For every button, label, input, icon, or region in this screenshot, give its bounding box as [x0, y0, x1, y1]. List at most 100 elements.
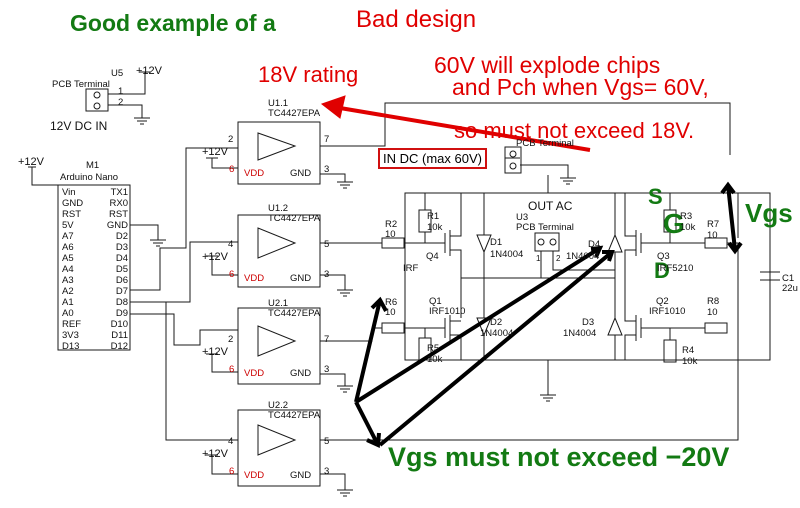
driver-vdd-pin: 6	[229, 466, 235, 477]
driver-gnd-pin: 3	[324, 164, 330, 175]
driver-gnd-pin: 3	[324, 364, 330, 375]
out-ac-label: OUT AC	[528, 199, 573, 213]
bad-design-label: Bad design	[356, 6, 477, 33]
explode-line2: and Pch when Vgs= 60V,	[452, 74, 709, 100]
m1-left-pin: REF	[62, 319, 81, 330]
m1-right-pin: RST	[109, 209, 128, 220]
vgs-right-label: Vgs	[745, 198, 793, 228]
q1-type: IRF1010	[429, 306, 466, 317]
u5-supply: +12V	[136, 65, 162, 77]
r8-ref: R8	[707, 296, 720, 307]
m1-right-pin: TX1	[110, 187, 128, 198]
d1-ref: D1	[490, 237, 503, 248]
r6-ref: R6	[385, 297, 398, 308]
u3-pin1: 1	[536, 254, 541, 263]
driver-vdd: VDD	[244, 368, 265, 379]
driver-in-pin: 4	[228, 436, 234, 447]
m1-left-pin: 5V	[62, 220, 74, 231]
m1-supply: +12V	[18, 156, 44, 168]
driver-gnd: GND	[290, 470, 312, 481]
driver-vdd: VDD	[244, 273, 265, 284]
d3-type: 1N4004	[563, 328, 597, 339]
r7-val: 10	[707, 230, 718, 241]
u5-type: PCB Terminal	[52, 79, 110, 90]
m1-right-pin: GND	[106, 220, 128, 231]
m1-right-pin: D11	[111, 330, 128, 341]
q4-type: IRF	[403, 263, 419, 274]
m1-right-pin: D12	[110, 341, 128, 352]
explode-line3: so must not exceed 18V.	[454, 118, 695, 143]
r5-val: 10k	[427, 354, 443, 365]
m1-right-pin: D3	[115, 242, 128, 253]
driver-u11	[206, 102, 731, 189]
driver-out-pin: 5	[324, 436, 330, 447]
arduino-nano-body	[57, 184, 131, 351]
u3-terminal-body	[534, 232, 560, 252]
black-arrows	[354, 181, 743, 448]
red-arrow	[320, 95, 591, 152]
q3-type: IRF5210	[657, 263, 694, 274]
driver-type: TC4427EPA	[268, 108, 321, 119]
driver-supply: +12V	[202, 251, 228, 263]
r1-ref: R1	[427, 211, 440, 222]
d1-type: 1N4004	[490, 249, 524, 260]
driver-supply: +12V	[202, 346, 228, 358]
r3-ref: R3	[680, 211, 693, 222]
m1-name: Arduino Nano	[60, 172, 119, 183]
driver-in-pin: 2	[228, 334, 234, 345]
in-dc-warning-box: IN DC (max 60V)	[378, 148, 487, 169]
m1-left-pin: A1	[62, 297, 74, 308]
m1-left-pin: A4	[62, 264, 74, 275]
d3-ref: D3	[582, 317, 595, 328]
driver-in-pin: 4	[228, 239, 234, 250]
u5-terminal-body	[85, 88, 109, 112]
q2-type: IRF1010	[649, 306, 686, 317]
r4-val: 10k	[682, 356, 698, 367]
d4-type: 1N4004	[566, 251, 600, 262]
driver-u22	[206, 325, 739, 497]
m1-right-pin: D10	[110, 319, 128, 330]
driver-vdd: VDD	[244, 470, 265, 481]
m1-right-pin: D9	[115, 308, 128, 319]
u4-label: PCB Terminal	[516, 138, 574, 149]
driver-gnd-pin: 3	[324, 269, 330, 280]
u5-pin1: 1	[118, 86, 124, 97]
u4-terminal-body	[504, 146, 522, 174]
d4-ref: D4	[588, 239, 601, 250]
driver-out-pin: 7	[324, 134, 330, 145]
r2-ref: R2	[385, 219, 398, 230]
m1-left-pin: 3V3	[62, 330, 79, 341]
driver-type: TC4427EPA	[268, 308, 321, 319]
r4-ref: R4	[682, 345, 695, 356]
driver-gnd-pin: 3	[324, 466, 330, 477]
driver-gnd: GND	[290, 368, 312, 379]
r3-val: 10k	[680, 222, 696, 233]
explode-line1: 60V will explode chips	[434, 52, 661, 78]
driver-gnd: GND	[290, 168, 312, 179]
driver-vdd: VDD	[244, 168, 265, 179]
driver-out-pin: 7	[324, 334, 330, 345]
m1-left-pin: A7	[62, 231, 74, 242]
m1-left-pin: A3	[62, 275, 74, 286]
g-label: G	[663, 208, 685, 239]
r5-ref: R5	[427, 343, 440, 354]
m1-ref: M1	[86, 160, 100, 171]
m1-left-pin: A0	[62, 308, 74, 319]
driver-gnd: GND	[290, 273, 312, 284]
m1-right-pin: D5	[115, 264, 128, 275]
vgs-bottom-label: Vgs must not exceed −20V	[388, 442, 730, 472]
q1-ref: Q1	[429, 296, 442, 307]
q2-ref: Q2	[656, 296, 669, 307]
d2-type: 1N4004	[480, 328, 514, 339]
s-label: S	[648, 184, 663, 209]
m1-right-pin: D7	[115, 286, 128, 297]
driver-type: TC4427EPA	[268, 410, 321, 421]
c1-val: 22u	[782, 283, 798, 294]
good-example-label: Good example of a	[70, 10, 276, 36]
m1-left-pin: A6	[62, 242, 74, 253]
m1-left-pin: Vin	[62, 187, 76, 198]
m1-right-pin: D6	[115, 275, 128, 286]
